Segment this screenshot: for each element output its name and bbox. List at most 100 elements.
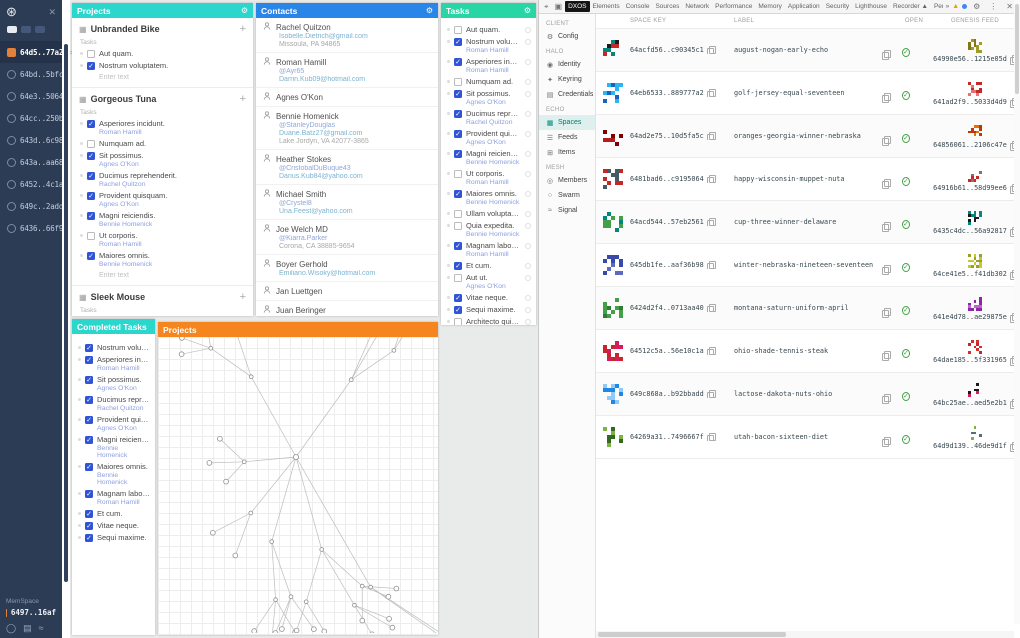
drag-handle-icon[interactable] [447,296,450,299]
graph-node[interactable] [217,436,223,442]
task-checkbox[interactable]: ✓ [85,395,93,404]
view-toggle-grid-icon[interactable] [21,26,31,33]
task-checkbox[interactable]: ✓ [87,171,95,180]
add-task-button[interactable]: + [239,23,246,35]
devtools-vertical-scrollbar[interactable] [1014,0,1020,624]
drag-handle-icon[interactable] [80,142,83,145]
graph-node[interactable] [232,552,239,559]
task-assignee-link[interactable]: Roman Hamill [466,179,509,186]
devtools-close-icon[interactable]: ✕ [1006,2,1013,11]
graph-node[interactable] [386,615,392,622]
copy-icon[interactable] [706,390,716,398]
sidebar-scrollbar-thumb[interactable] [64,44,68,582]
drag-handle-icon[interactable] [447,60,450,63]
graph-node[interactable] [251,628,257,633]
drag-handle-icon[interactable] [78,418,81,421]
task-checkbox[interactable]: ✓ [87,191,95,200]
drag-handle-icon[interactable] [447,192,450,195]
sidebar-space-item[interactable]: 64cc..250b [0,107,63,129]
nav-item-items[interactable]: ⊞Items [539,145,595,160]
task-menu-icon[interactable] [525,110,531,117]
task-checkbox[interactable]: ✓ [85,415,93,424]
task-checkbox[interactable]: ✓ [87,61,95,70]
task-checkbox[interactable]: ✓ [454,241,462,250]
graph-node[interactable] [311,626,317,633]
task-checkbox[interactable]: ✓ [454,109,462,118]
graph-node[interactable] [248,510,254,516]
drag-handle-icon[interactable] [447,92,450,95]
contact-row[interactable]: Juan Beringer@Madalyn5a07Emiliano9@hotma… [256,301,438,316]
task-checkbox[interactable] [454,273,462,282]
drag-handle-icon[interactable] [78,524,81,527]
task-assignee-link[interactable]: Rachel Quitzon [97,405,144,412]
tab-application[interactable]: Application [787,3,820,10]
graph-node[interactable] [359,617,366,624]
sidebar-space-item[interactable]: 64d5..77a2⋖ [0,41,74,63]
contact-row[interactable]: Jan Luettgen [256,282,438,301]
copy-icon[interactable] [706,46,716,54]
globe-icon[interactable]: ◯ [6,623,17,633]
task-checkbox[interactable]: ✓ [454,149,462,158]
task-assignee-link[interactable]: Bennie Homenick [466,159,520,166]
graph-node[interactable] [206,460,213,466]
task-menu-icon[interactable] [525,170,531,177]
task-assignee-link[interactable]: Bennie Homenick [99,221,153,228]
task-menu-icon[interactable] [525,90,531,97]
graph-node[interactable] [293,627,300,633]
task-assignee-link[interactable]: Roman Hamill [99,129,142,136]
drag-handle-icon[interactable] [80,254,83,257]
task-checkbox[interactable] [454,77,462,86]
drag-handle-icon[interactable] [447,308,450,311]
v-scroll-thumb[interactable] [1015,4,1019,94]
task-assignee-link[interactable]: Roman Hamill [97,365,140,372]
task-assignee-link[interactable]: Bennie Homenick [97,445,128,459]
drag-handle-icon[interactable] [78,398,81,401]
drag-handle-icon[interactable] [78,492,81,495]
tab-network[interactable]: Network [685,3,710,10]
archive-icon[interactable]: ▤ [23,623,32,633]
drag-handle-icon[interactable] [80,214,83,217]
task-menu-icon[interactable] [525,318,531,325]
task-assignee-link[interactable]: Agnes O'Kon [466,99,506,106]
task-checkbox[interactable] [454,25,462,34]
task-menu-icon[interactable] [525,242,531,249]
task-checkbox[interactable] [454,221,462,230]
task-assignee-link[interactable]: Agnes O'Kon [97,425,137,432]
graph-node[interactable] [241,459,247,465]
task-menu-icon[interactable] [525,78,531,85]
task-assignee-link[interactable]: Bennie Homenick [97,472,128,486]
nav-item-identity[interactable]: ◉Identity [539,57,595,72]
copy-icon[interactable] [706,175,716,183]
task-assignee-link[interactable]: Roman Hamill [99,241,142,248]
task-assignee-link[interactable]: Rachel Quitzon [99,181,146,188]
devtools-menu-icon[interactable]: ⋮ [989,2,998,11]
tab-sources[interactable]: Sources [655,3,680,10]
graph-node[interactable] [303,599,309,605]
issues-icon[interactable] [962,4,968,9]
graph-node[interactable] [321,628,328,633]
share-icon[interactable]: ⋖ [67,47,74,57]
task-menu-icon[interactable] [525,58,531,65]
add-task-button[interactable]: + [239,291,246,303]
signal-icon[interactable]: ≈ [38,623,44,633]
copy-icon[interactable] [706,132,716,140]
task-checkbox[interactable]: ✓ [87,211,95,220]
drag-handle-icon[interactable] [78,346,81,349]
task-checkbox[interactable] [87,49,95,58]
tab-performance-insights-[interactable]: Performance insights ▲ [933,3,943,10]
contacts-settings-icon[interactable]: ⚙ [425,6,433,15]
task-assignee-link[interactable]: Agnes O'Kon [97,385,137,392]
warning-icon[interactable]: ▲ [952,3,960,10]
drag-handle-icon[interactable] [447,40,450,43]
tab-performance[interactable]: Performance [715,3,753,10]
task-menu-icon[interactable] [525,294,531,301]
contact-email-link[interactable]: Emiliano.Wisoky@hotmail.com [279,270,376,277]
tab-elements[interactable]: Elements [592,3,620,10]
task-checkbox[interactable]: ✓ [85,462,93,471]
